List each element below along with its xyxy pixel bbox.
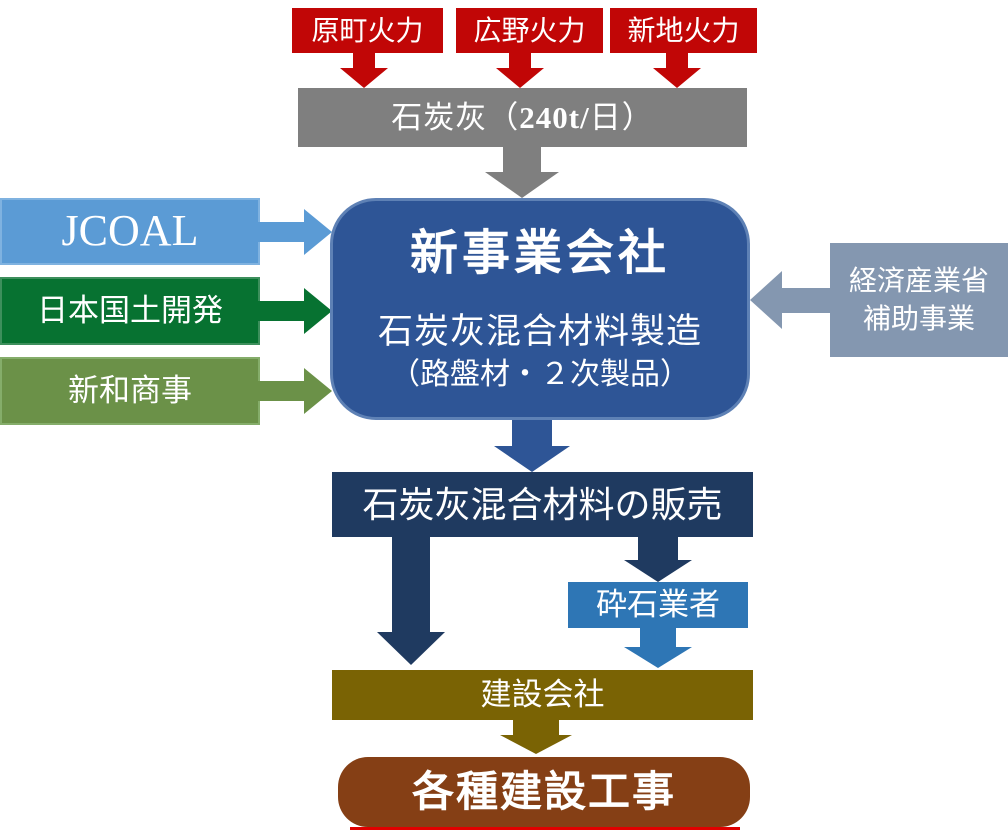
arrow-down-olive-icon bbox=[500, 720, 572, 754]
partner-label: 新和商事 bbox=[68, 373, 192, 409]
construction-works-box: 各種建設工事 bbox=[338, 757, 750, 827]
source-box-haramachi: 原町火力 bbox=[292, 8, 443, 53]
crusher-box: 砕石業者 bbox=[568, 582, 748, 628]
coal-ash-label: 石炭灰（240t/日） bbox=[391, 99, 654, 135]
crusher-label: 砕石業者 bbox=[596, 587, 720, 623]
source-box-shinchi: 新地火力 bbox=[610, 8, 757, 53]
arrow-down-red-2-icon bbox=[496, 53, 544, 88]
sales-label: 石炭灰混合材料の販売 bbox=[362, 483, 723, 525]
arrow-down-gray-icon bbox=[485, 147, 559, 198]
coal-ash-bar: 石炭灰（240t/日） bbox=[298, 88, 747, 147]
partner-label: JCOAL bbox=[61, 206, 199, 256]
new-company-title: 新事業会社 bbox=[409, 227, 670, 280]
subsidy-line2: 補助事業 bbox=[862, 303, 975, 334]
partner-box-shinwa: 新和商事 bbox=[0, 357, 260, 425]
works-underline bbox=[350, 827, 740, 830]
subsidy-box: 経済産業省 補助事業 bbox=[830, 243, 1008, 357]
arrow-right-mossgreen-icon bbox=[258, 368, 332, 414]
arrow-left-bluegray-icon bbox=[750, 271, 830, 329]
sales-bar: 石炭灰混合材料の販売 bbox=[332, 472, 753, 537]
source-label: 原町火力 bbox=[311, 14, 424, 46]
source-label: 新地火力 bbox=[627, 14, 740, 46]
arrow-down-navy-long-icon bbox=[377, 537, 445, 665]
arrow-right-darkgreen-icon bbox=[258, 288, 332, 334]
source-box-hirono: 広野火力 bbox=[456, 8, 603, 53]
arrow-down-navy-short-icon bbox=[624, 537, 692, 582]
arrow-down-red-3-icon bbox=[653, 53, 701, 88]
source-label: 広野火力 bbox=[473, 14, 586, 46]
new-company-line2: （路盤材・２次製品） bbox=[390, 357, 690, 391]
arrow-down-blue-icon bbox=[494, 420, 570, 472]
arrow-right-lightblue-icon bbox=[258, 209, 332, 255]
partner-box-jcoal: JCOAL bbox=[0, 198, 260, 265]
construction-company-label: 建設会社 bbox=[480, 677, 605, 713]
subsidy-line1: 経済産業省 bbox=[848, 265, 989, 297]
partner-box-nihon-kokudo: 日本国土開発 bbox=[0, 277, 260, 345]
arrow-down-red-1-icon bbox=[340, 53, 388, 88]
new-company-line1: 石炭灰混合材料製造 bbox=[377, 311, 702, 351]
construction-works-label: 各種建設工事 bbox=[411, 767, 676, 815]
partner-label: 日本国土開発 bbox=[37, 293, 223, 329]
construction-company-bar: 建設会社 bbox=[332, 670, 753, 720]
arrow-down-mediumblue-icon bbox=[624, 628, 692, 668]
new-company-box: 新事業会社 石炭灰混合材料製造 （路盤材・２次製品） bbox=[330, 198, 750, 420]
